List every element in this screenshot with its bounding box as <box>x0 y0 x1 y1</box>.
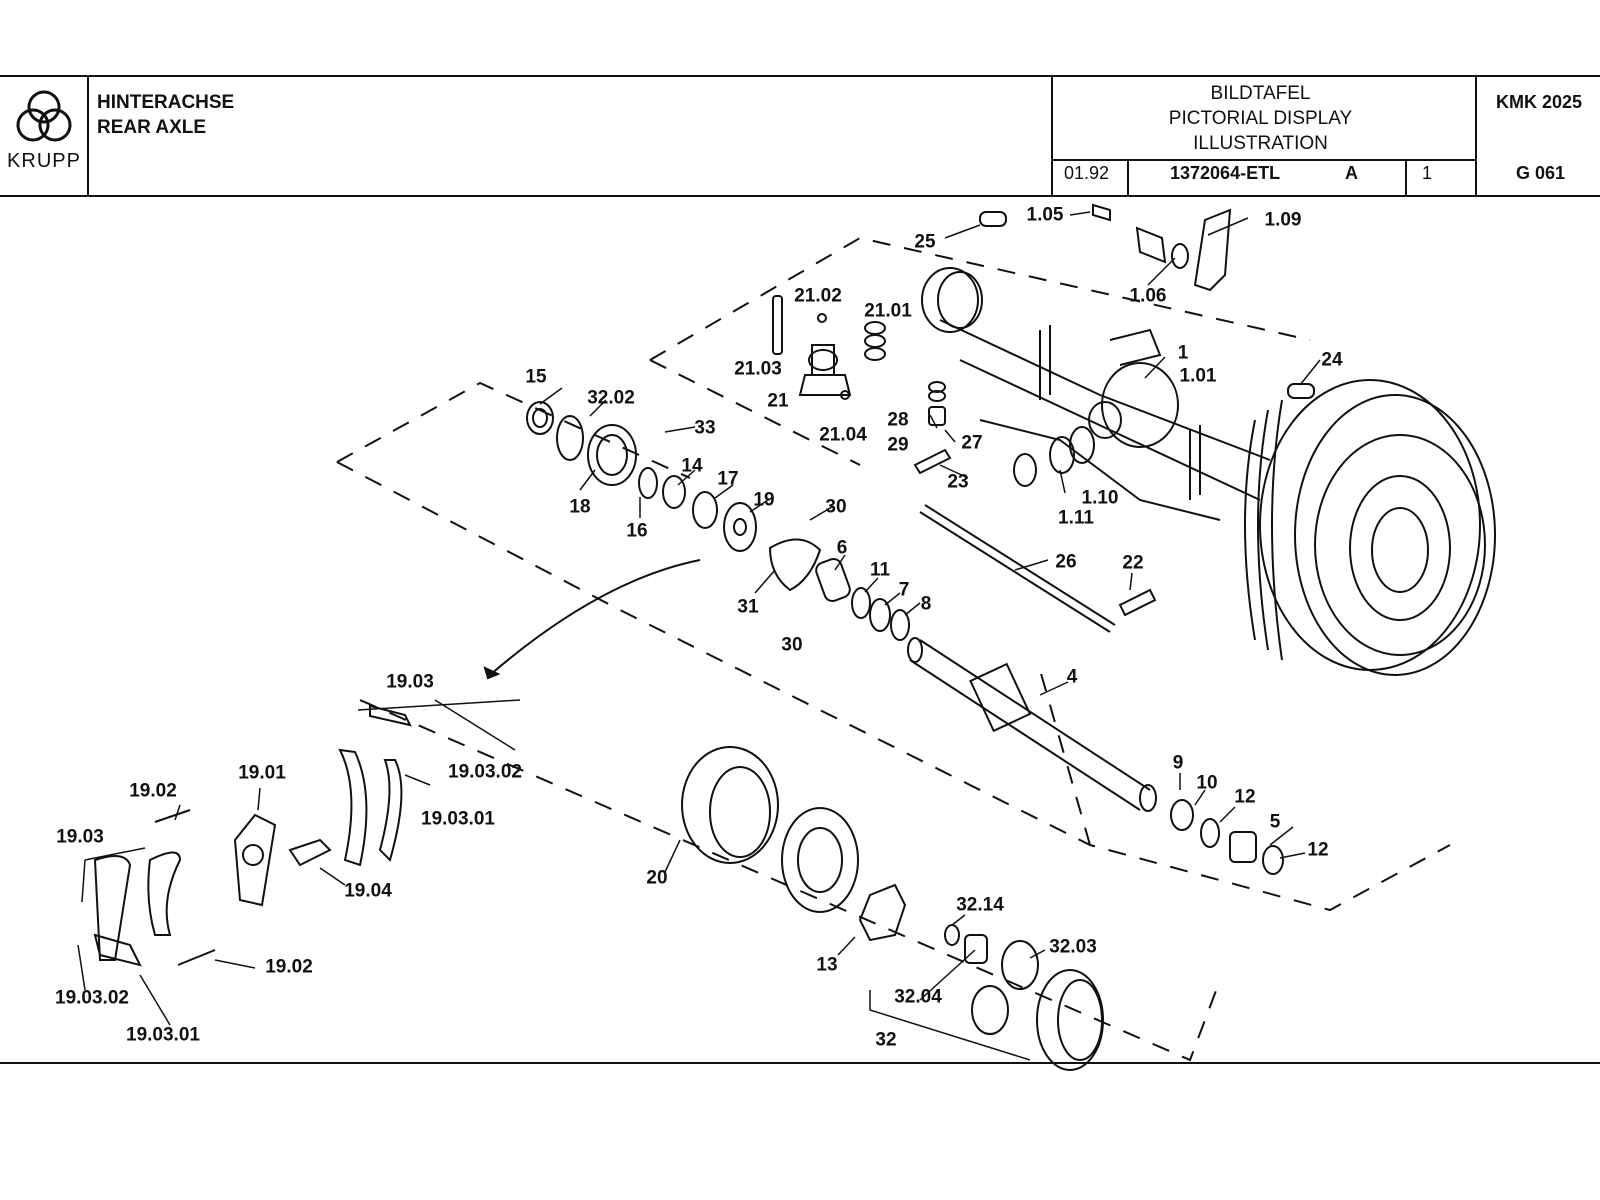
axle-shaft <box>907 637 1157 812</box>
callout: 32.03 <box>1049 936 1097 958</box>
callout: 7 <box>898 579 910 601</box>
callout: 1.10 <box>1081 487 1119 509</box>
callout: 1.06 <box>1129 285 1167 307</box>
callout: 12 <box>1307 839 1329 861</box>
callout: 18 <box>569 496 591 518</box>
callout: 32.02 <box>587 387 635 409</box>
page-code: G 061 <box>1516 163 1566 183</box>
callout: 23 <box>947 471 969 493</box>
callout: 33 <box>694 417 716 439</box>
callout: 31 <box>737 596 759 618</box>
callout: 19.03.01 <box>421 808 495 830</box>
callout: 30 <box>825 496 847 518</box>
display-label-1: BILDTAFEL <box>1210 83 1311 104</box>
title-german: HINTERACHSE <box>97 92 235 113</box>
callout: 5 <box>1269 811 1281 833</box>
model-code: KMK 2025 <box>1496 92 1583 112</box>
callout: 11 <box>869 559 891 581</box>
callout: 19.03 <box>56 826 104 848</box>
callout: 17 <box>717 468 739 490</box>
callout: 19 <box>753 489 775 511</box>
callout: 12 <box>1234 786 1256 808</box>
callout: 8 <box>920 593 932 615</box>
callout: 19.03.02 <box>55 987 129 1009</box>
callout: 21.01 <box>864 300 912 322</box>
callout: 19.02 <box>265 956 313 978</box>
callout: 1.05 <box>1026 204 1064 226</box>
callout: 16 <box>626 520 648 542</box>
callout: 26 <box>1055 551 1077 573</box>
logo-wordmark: KRUPP <box>7 150 81 172</box>
assembly-outline <box>336 236 1451 1062</box>
callout: 19.04 <box>344 880 392 902</box>
callout: 1.09 <box>1264 209 1302 231</box>
callout: 6 <box>836 537 848 559</box>
wheel-tire <box>1244 379 1496 676</box>
callout: 21.03 <box>734 358 782 380</box>
callout: 10 <box>1196 772 1218 794</box>
callout: 22 <box>1122 552 1144 574</box>
callout: 25 <box>914 231 936 253</box>
callout: 19.03 <box>386 671 434 693</box>
krupp-rings-logo <box>16 90 72 142</box>
callout: 29 <box>887 434 909 456</box>
leader-lines <box>77 211 1321 1061</box>
callout: 4 <box>1066 666 1078 688</box>
callout: 13 <box>816 954 838 976</box>
callout: 27 <box>961 432 983 454</box>
hub-parts <box>526 401 910 641</box>
axle-housing <box>921 267 1271 521</box>
callout: 1.11 <box>1058 507 1094 529</box>
part-number: 1372064-ETL <box>1170 163 1281 183</box>
callout: 1.01 <box>1179 365 1217 387</box>
brake-assembly <box>93 559 701 967</box>
revision: A <box>1345 163 1358 183</box>
callout: 19.02 <box>129 780 177 802</box>
issue-date: 01.92 <box>1064 163 1110 183</box>
callout: 14 <box>681 455 703 477</box>
callout: 21 <box>767 390 789 412</box>
callout: 28 <box>887 409 909 431</box>
callout: 32.14 <box>956 894 1004 916</box>
callout: 20 <box>646 867 668 889</box>
callout: 21.04 <box>819 424 867 446</box>
callout: 24 <box>1321 349 1343 371</box>
tie-rod <box>919 504 1157 633</box>
callout: 1 <box>1177 342 1189 364</box>
callout: 19.01 <box>238 762 286 784</box>
display-label-3: ILLUSTRATION <box>1193 133 1328 154</box>
brake-drum-parts <box>681 746 1284 1071</box>
display-label-2: PICTORIAL DISPLAY <box>1168 108 1353 129</box>
callout: 9 <box>1172 752 1184 774</box>
bracket-parts <box>979 203 1315 399</box>
sheet-number: 1 <box>1422 163 1433 183</box>
lever-parts <box>913 381 1095 487</box>
callout: 30 <box>781 634 803 656</box>
callout: 32 <box>875 1029 897 1051</box>
callout: 19.03.01 <box>126 1024 200 1046</box>
pivot-parts <box>772 295 886 400</box>
title-english: REAR AXLE <box>97 117 207 138</box>
callout: 32.04 <box>894 986 942 1008</box>
callout: 19.03.02 <box>448 761 522 783</box>
callout: 15 <box>525 366 547 388</box>
callout: 21.02 <box>794 285 842 307</box>
